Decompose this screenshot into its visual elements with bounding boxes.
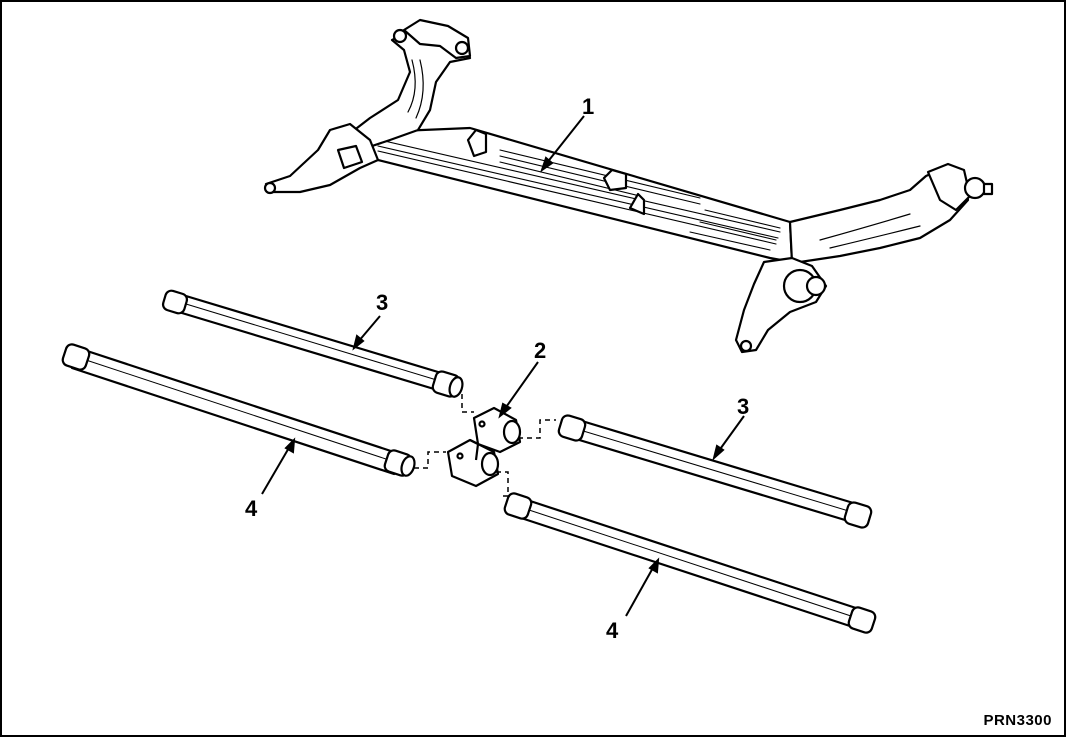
axle-assembly (263, 18, 994, 354)
right-bracket (734, 256, 828, 354)
figure-reference-code: PRN3300 (983, 712, 1052, 729)
callout-upper-left-bar: 3 (376, 290, 388, 315)
torsion-bar-upper-left (161, 289, 464, 398)
center-bracket (446, 406, 522, 488)
torsion-bar-lower-left (61, 343, 416, 477)
left-bracket (264, 122, 380, 194)
callout-lower-right-bar: 4 (606, 618, 619, 643)
callout-lower-left-bar: 4 (245, 496, 258, 521)
assembly-guide-lines (414, 394, 556, 497)
callout-upper-right-bar: 3 (737, 394, 749, 419)
callout-leaders (261, 115, 745, 617)
callout-axle: 1 (582, 94, 594, 119)
torsion-bar-upper-right (557, 414, 873, 529)
torsion-bar-lower-right (503, 492, 877, 634)
callout-center-bracket: 2 (534, 338, 546, 363)
right-trailing-arm (788, 166, 970, 264)
